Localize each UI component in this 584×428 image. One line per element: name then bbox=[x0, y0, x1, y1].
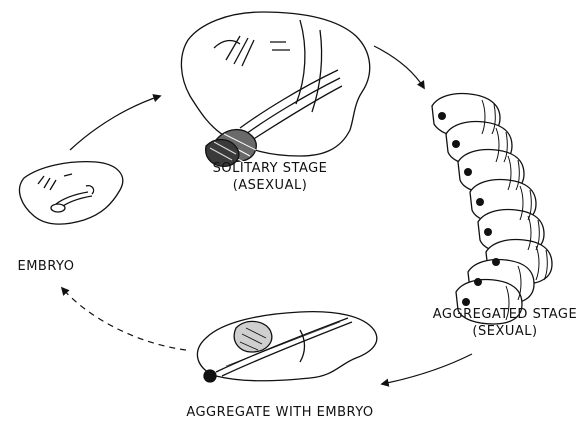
aggregate-with-embryo-label: AGGREGATE WITH EMBRYO bbox=[130, 404, 430, 421]
arrow-aggregate-to-embryo bbox=[62, 288, 186, 350]
aggregate-with-embryo-title: AGGREGATE WITH EMBRYO bbox=[130, 404, 430, 421]
solitary-stage-subtitle: (ASEXUAL) bbox=[190, 177, 350, 194]
aggregated-stage-illustration bbox=[432, 94, 552, 325]
embryo-title: EMBRYO bbox=[6, 258, 86, 275]
arrow-embryo-to-solitary bbox=[70, 96, 160, 150]
solitary-stage-title: SOLITARY STAGE bbox=[190, 160, 350, 177]
aggregate-with-embryo-illustration bbox=[197, 312, 376, 382]
arrow-aggregated-to-aggregate-with-embryo bbox=[382, 354, 472, 384]
solitary-stage-label: SOLITARY STAGE (ASEXUAL) bbox=[190, 160, 350, 194]
arrow-solitary-to-aggregated bbox=[374, 46, 424, 88]
embryo-illustration bbox=[19, 162, 122, 224]
aggregated-stage-title: AGGREGATED STAGE bbox=[430, 306, 580, 323]
embryo-label: EMBRYO bbox=[6, 258, 86, 275]
aggregated-stage-label: AGGREGATED STAGE (SEXUAL) bbox=[430, 306, 580, 340]
aggregated-stage-subtitle: (SEXUAL) bbox=[430, 323, 580, 340]
solitary-stage-illustration bbox=[181, 12, 369, 166]
